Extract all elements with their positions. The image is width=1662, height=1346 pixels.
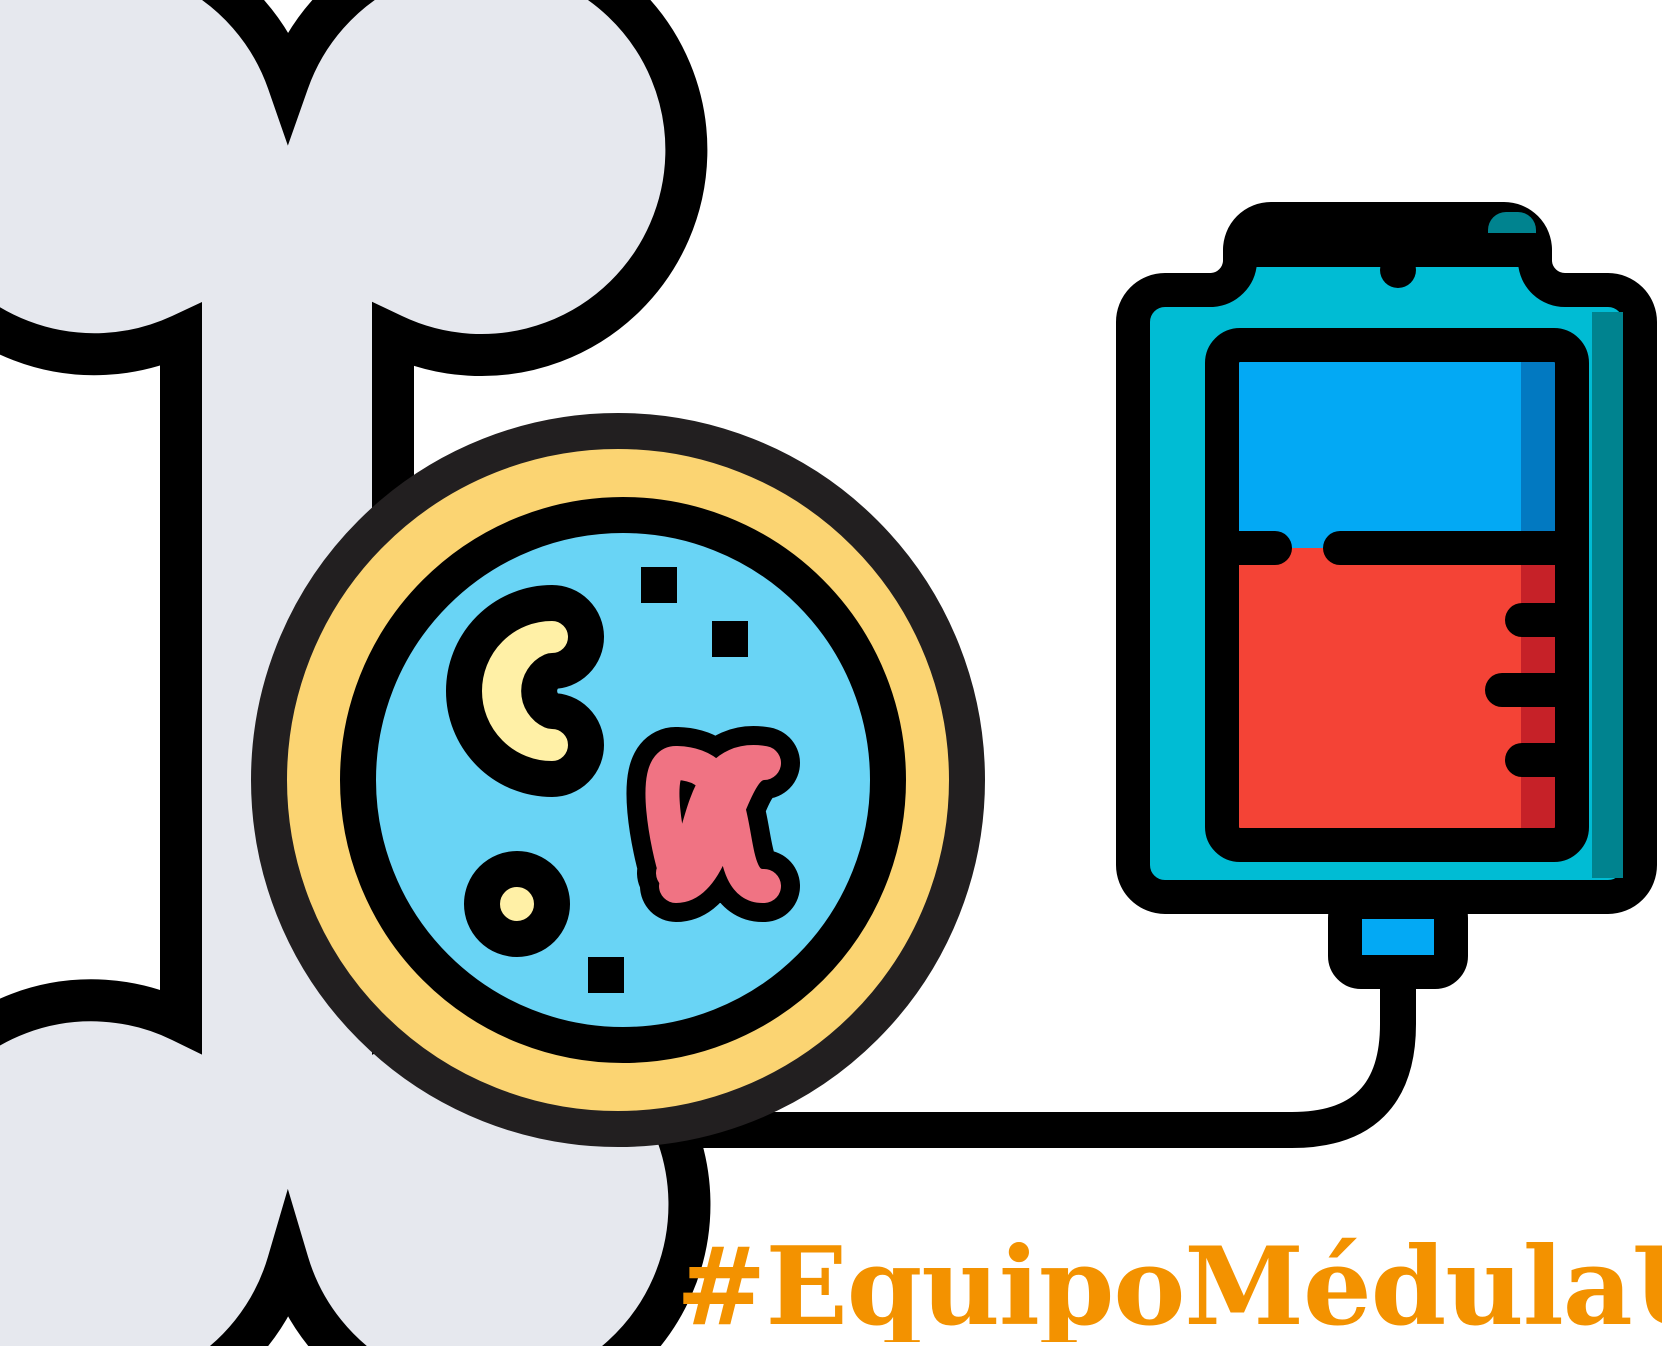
- petri-dish-icon: [251, 413, 985, 1147]
- blood-bag-icon: [1116, 202, 1657, 914]
- hashtag-text: #EquipoMédulaUNL: [676, 1232, 1662, 1342]
- bacteria-icon: [446, 567, 800, 993]
